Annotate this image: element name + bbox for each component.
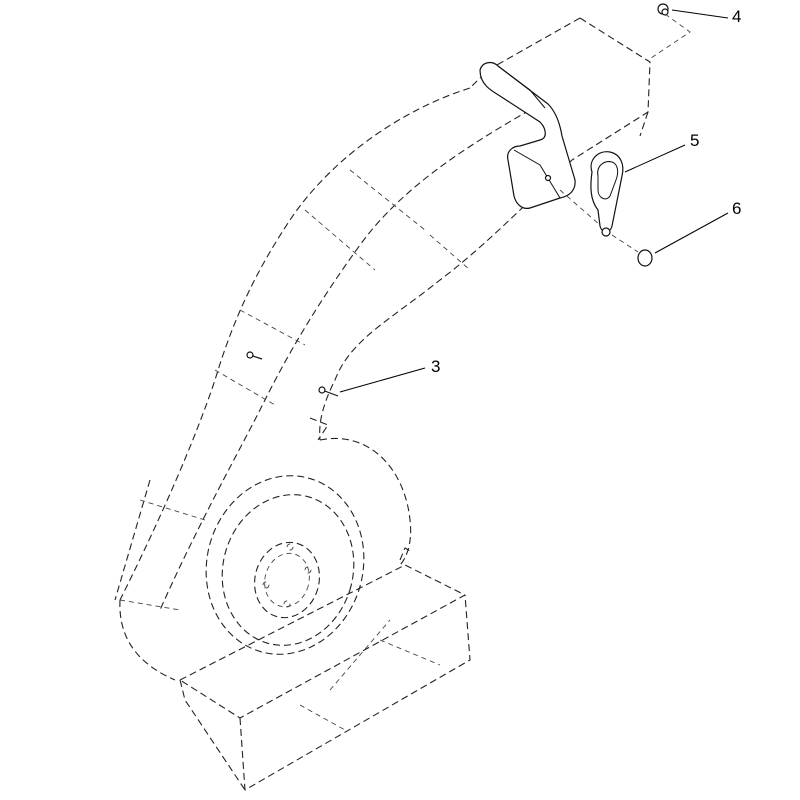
nut-part-4 — [647, 3, 691, 61]
leader-line-4 — [671, 9, 729, 19]
leader-line-6 — [654, 212, 729, 254]
latch-part-5 — [559, 151, 624, 237]
callout-4: 4 — [732, 7, 741, 26]
deflector-bracket — [479, 61, 576, 209]
callout-3: 3 — [431, 357, 440, 376]
leader-line-3 — [339, 367, 426, 393]
leader-line-5 — [624, 144, 686, 173]
chute-housing-phantom — [114, 17, 651, 791]
pin-part-3 — [246, 351, 339, 397]
callout-5: 5 — [690, 131, 699, 150]
cap-part-6 — [611, 234, 653, 267]
callout-6: 6 — [732, 199, 741, 218]
